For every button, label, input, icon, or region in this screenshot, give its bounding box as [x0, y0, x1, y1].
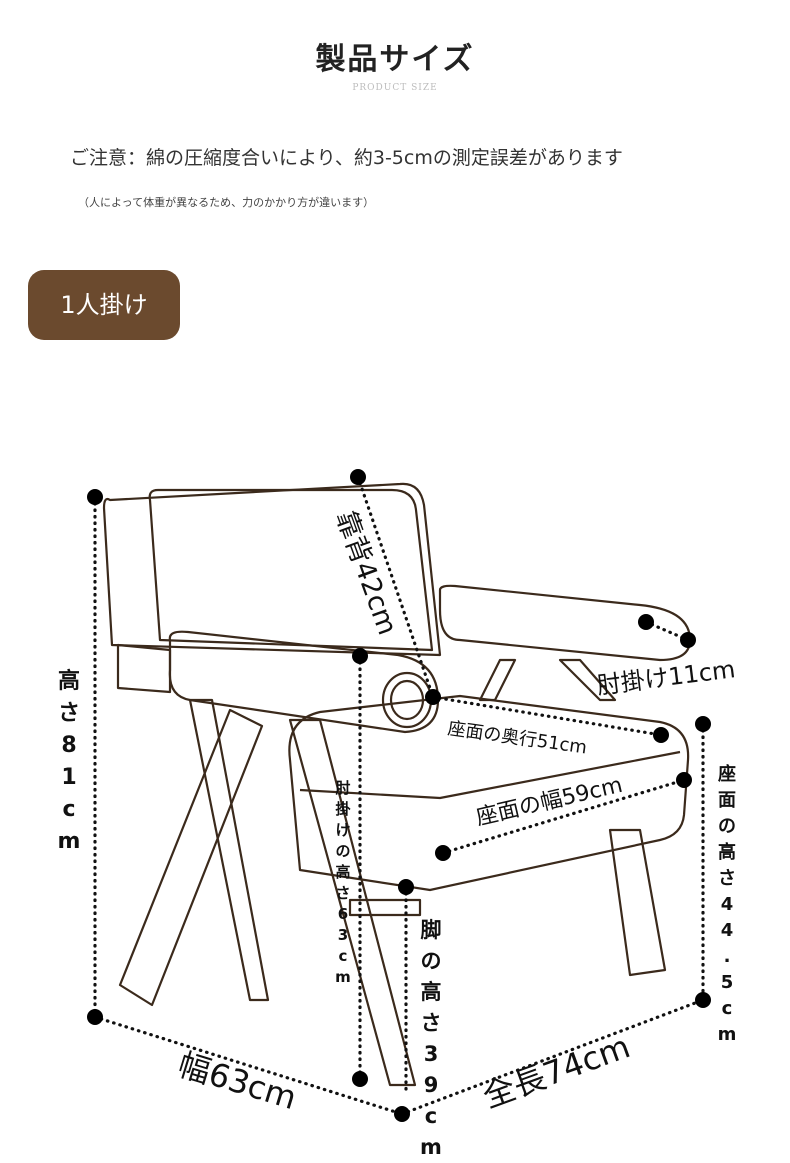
leg-brace — [348, 898, 422, 917]
width-line — [93, 1015, 404, 1116]
armrest-right-dot — [680, 632, 696, 648]
armrest-width-label: 肘掛け11cm — [595, 655, 737, 700]
back-frame-rail — [116, 643, 172, 694]
rear-cross-leg — [478, 658, 517, 702]
height-bottom-dot — [87, 1009, 103, 1025]
front-left-leg — [118, 708, 264, 1007]
armrest-height-top-dot — [352, 648, 368, 664]
seat-depth-label: 座面の奥行51cm — [446, 718, 588, 758]
rear-right-leg — [558, 658, 617, 702]
seat-cushion — [288, 694, 690, 892]
armrest-left-dot — [638, 614, 654, 630]
seat-depth-line — [431, 695, 663, 737]
seat-width-right-dot — [676, 772, 692, 788]
backrest-top-dot — [350, 469, 366, 485]
height-top-dot — [87, 489, 103, 505]
seat-height-bottom-dot — [695, 992, 711, 1008]
chair-illustration — [102, 482, 692, 1087]
back-cushion-outer — [102, 482, 442, 657]
notice-subtext: （人によって体重が異なるため、力のかかり方が違います） — [78, 196, 375, 209]
dimension-dots — [87, 469, 711, 1122]
backrest-bottom-dot — [425, 689, 441, 705]
seat-width-line — [441, 778, 686, 855]
length-line — [400, 998, 705, 1116]
seat-height-top-dot — [695, 716, 711, 732]
back-cushion-inner — [148, 488, 434, 652]
seat-depth-dot — [653, 727, 669, 743]
dimension-lines — [93, 475, 705, 1116]
seat-cushion-top-edge — [299, 750, 681, 800]
page-title: 製品サイズ — [315, 42, 475, 77]
page-subtitle: PRODUCT SIZE — [352, 83, 438, 93]
rear-left-leg — [188, 698, 270, 1002]
backrest-line — [356, 475, 435, 699]
armrest-height-bottom-dot — [352, 1071, 368, 1087]
single-seat-badge: 1人掛け — [28, 270, 180, 340]
width-label: 幅63cm — [174, 1045, 301, 1117]
front-corner-dot — [394, 1106, 410, 1122]
front-rear-leg — [608, 828, 667, 977]
backrest-label: 靠背42cm — [329, 507, 402, 639]
notice-text: ご注意：綿の圧縮度合いにより、約3-5cmの測定誤差があります — [70, 147, 623, 169]
seat-width-left-dot — [435, 845, 451, 861]
length-label: 全長74cm — [478, 1027, 635, 1115]
leg-height-top-dot — [398, 879, 414, 895]
front-right-leg — [288, 718, 417, 1087]
